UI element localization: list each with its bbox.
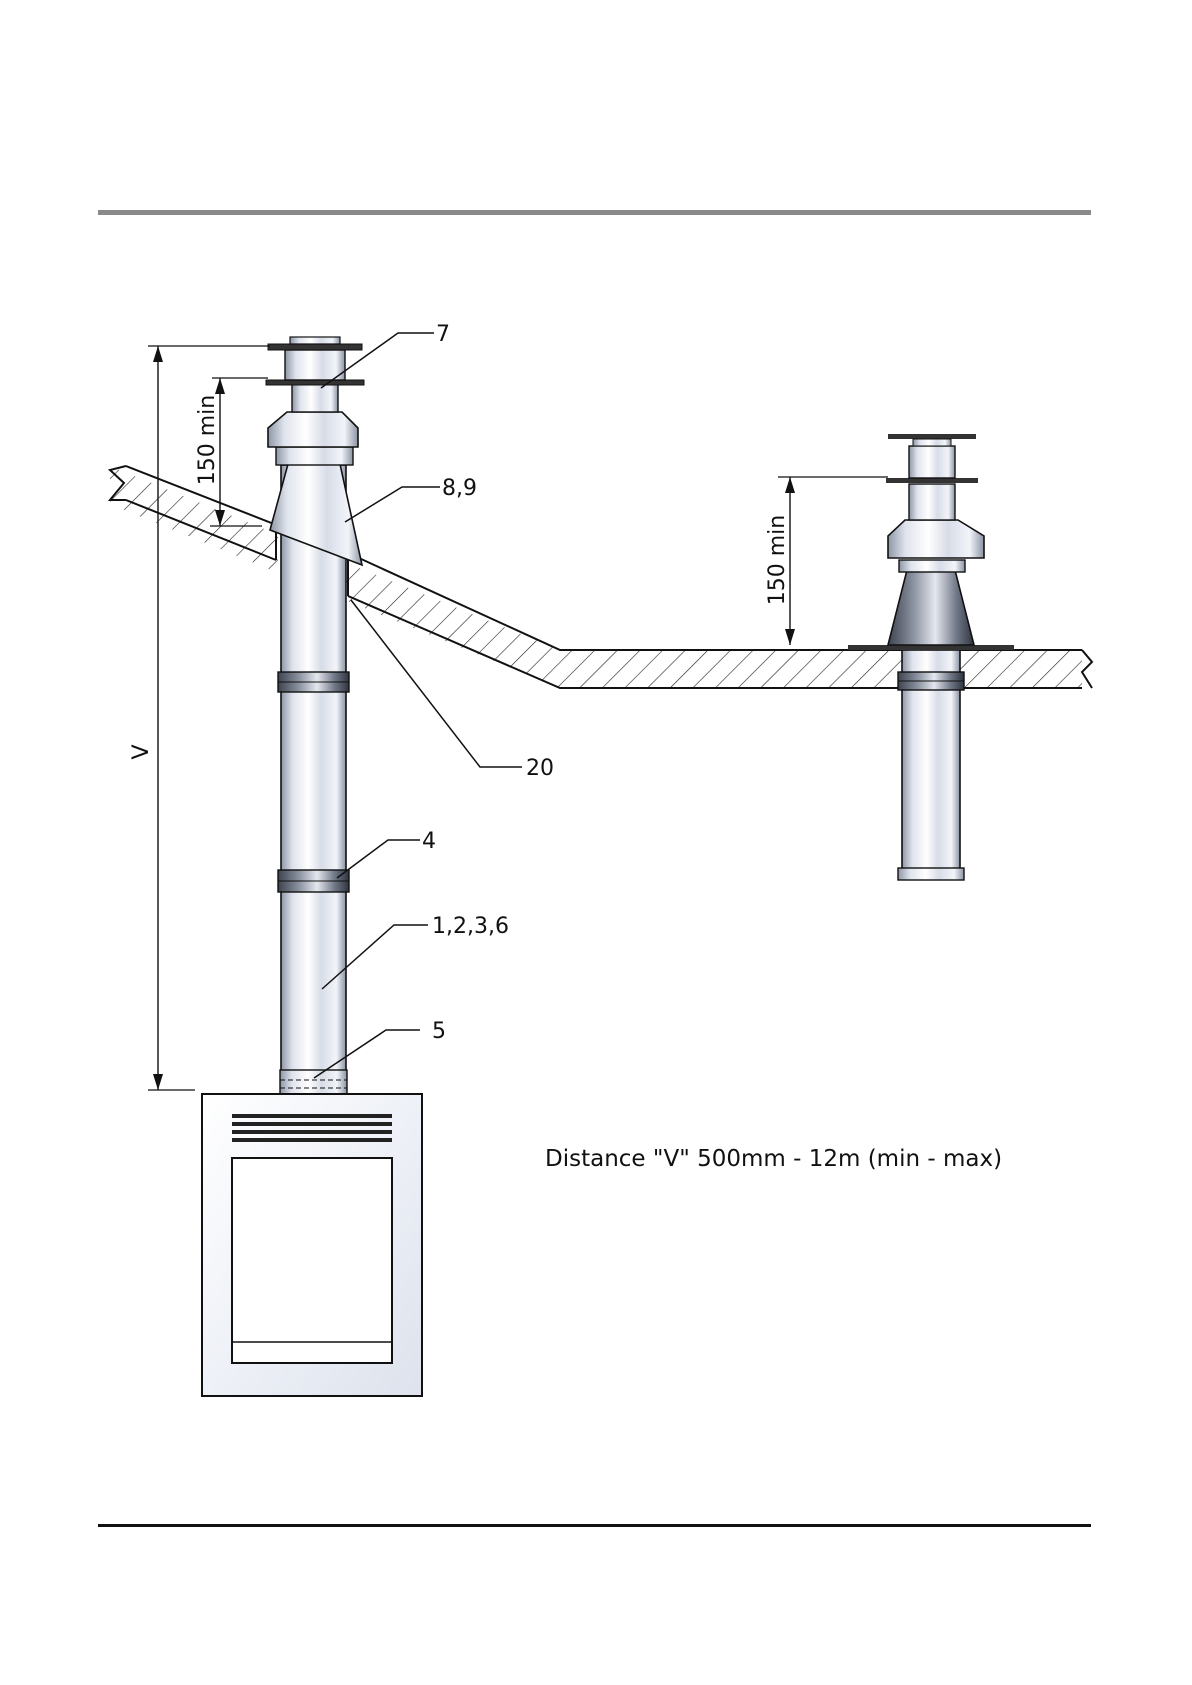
left-flue xyxy=(266,337,364,1094)
dimension-clearance-right: 150 min xyxy=(765,477,888,645)
callout-sealant-label: 20 xyxy=(526,756,554,781)
callout-flashing-label: 8,9 xyxy=(442,476,477,501)
dimension-clearance-right-label: 150 min xyxy=(765,515,790,605)
callout-joint-band-label: 4 xyxy=(422,829,436,854)
dimension-clearance-left: 150 min xyxy=(195,378,268,526)
callout-adapter-label: 5 xyxy=(432,1019,446,1044)
distance-caption: Distance "V" 500mm - 12m (min - max) xyxy=(545,1146,1002,1172)
footer-rule xyxy=(98,1524,1091,1527)
dimension-v-label: V xyxy=(129,744,154,759)
dimension-clearance-left-label: 150 min xyxy=(195,395,220,485)
appliance xyxy=(202,1094,422,1396)
callout-pipe-sections-label: 1,2,3,6 xyxy=(432,914,509,939)
callout-terminal-label: 7 xyxy=(436,322,450,347)
